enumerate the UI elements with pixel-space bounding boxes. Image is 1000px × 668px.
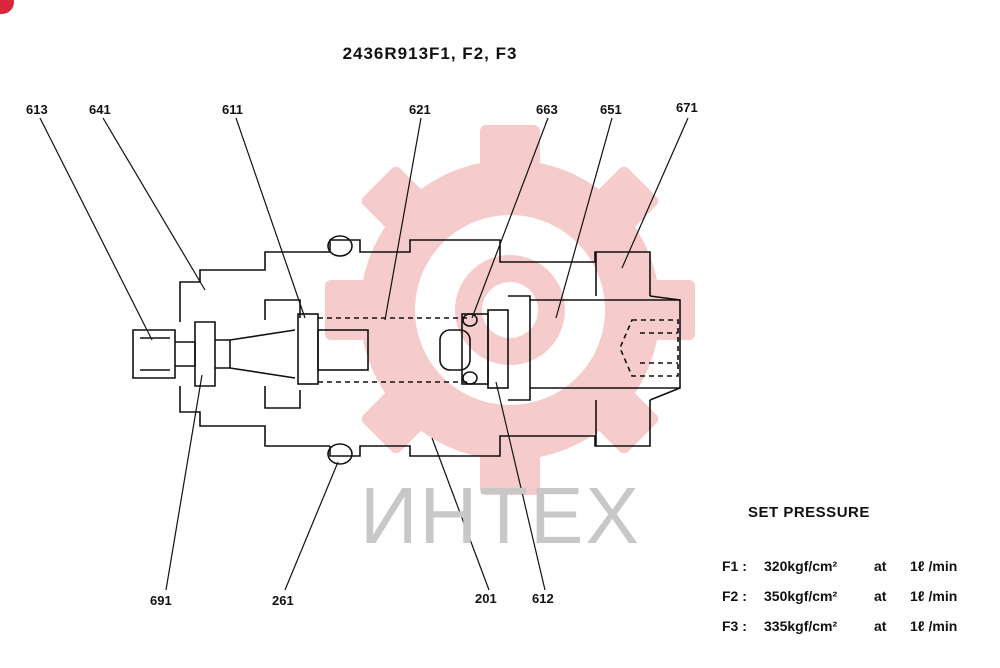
leader-671	[621, 117, 689, 269]
callout-651: 651	[600, 102, 622, 117]
leader-lines	[39, 117, 689, 591]
pressure-row-f3: F3 : 335kgf/cm² at 1ℓ /min	[722, 618, 957, 634]
pressure-value: 320kgf/cm²	[764, 558, 838, 574]
drawing-title: 2436R913F1, F2, F3	[342, 44, 518, 63]
callout-261: 261	[272, 593, 294, 608]
pressure-row-f1: F1 : 320kgf/cm² at 1ℓ /min	[722, 558, 957, 574]
leader-613	[39, 117, 153, 341]
leader-201	[431, 437, 490, 591]
valve-body	[132, 235, 681, 465]
callout-641: 641	[89, 102, 111, 117]
leader-663	[471, 117, 549, 319]
callout-611: 611	[222, 102, 243, 117]
pressure-flow: 1ℓ /min	[910, 558, 958, 574]
set-pressure-heading: SET PRESSURE	[748, 504, 870, 521]
callout-691: 691	[150, 593, 172, 608]
callout-613: 613	[26, 102, 48, 117]
pressure-flow: 1ℓ /min	[910, 618, 958, 634]
leader-612	[495, 381, 546, 591]
watermark-text: ИНТЕХ	[360, 471, 641, 560]
callout-663: 663	[536, 102, 558, 117]
pressure-at: at	[874, 588, 887, 604]
callout-621: 621	[409, 102, 431, 117]
pressure-name: F1 :	[722, 558, 747, 574]
callout-671: 671	[676, 100, 698, 115]
pressure-at: at	[874, 558, 887, 574]
pressure-value: 350kgf/cm²	[764, 588, 838, 604]
leader-651	[555, 117, 613, 319]
pressure-value: 335kgf/cm²	[764, 618, 838, 634]
pressure-at: at	[874, 618, 887, 634]
pressure-row-f2: F2 : 350kgf/cm² at 1ℓ /min	[722, 588, 957, 604]
leader-261	[284, 461, 339, 591]
pressure-name: F3 :	[722, 618, 747, 634]
leader-621	[384, 117, 422, 321]
pressure-name: F2 :	[722, 588, 747, 604]
callout-labels: 613 641 611 621 663 651 671 691 261 201 …	[26, 100, 698, 608]
leader-641	[102, 117, 206, 291]
pressure-flow: 1ℓ /min	[910, 588, 958, 604]
leader-611	[235, 117, 306, 319]
callout-612: 612	[532, 591, 554, 606]
leader-691	[165, 374, 203, 591]
callout-201: 201	[475, 591, 497, 606]
